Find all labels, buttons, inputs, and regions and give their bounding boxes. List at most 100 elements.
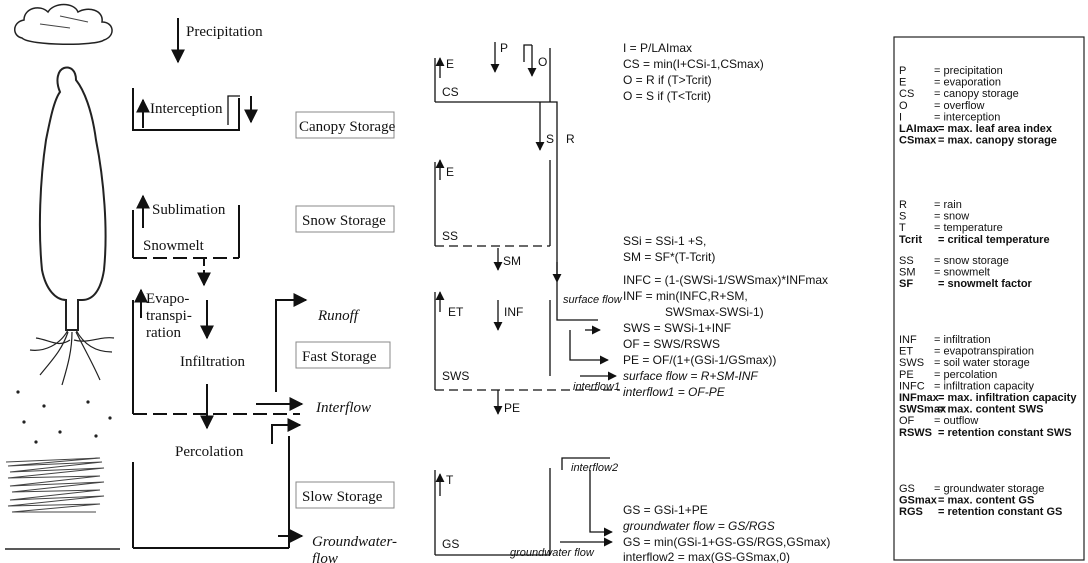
legend-description: = critical temperature [938, 234, 1050, 246]
legend-description: = outflow [934, 415, 978, 427]
label-R: R [566, 132, 575, 146]
label-INF: INF [504, 305, 523, 319]
eq-ground-2: groundwater flow = GS/RGS [623, 519, 775, 533]
label-SM: SM [503, 254, 521, 268]
legend-symbol: RGS [899, 506, 923, 518]
equations-snow: SSi = SSi-1 +S, SM = SF*(T-Tcrit) [623, 234, 715, 264]
legend-symbol: INF [899, 334, 917, 346]
legend-symbol: ET [899, 346, 913, 358]
cloud-icon [14, 3, 113, 45]
middle-model-scheme: E CS P O S R E SS SM ET INF SWS surface … [434, 41, 830, 563]
legend-symbol: I [899, 111, 902, 123]
eq-soil-7: surface flow = R+SM-INF [623, 369, 758, 383]
eq-soil-8: interflow1 = OF-PE [623, 385, 726, 399]
legend-description: = snowmelt [934, 267, 990, 279]
percolation-label: Percolation [175, 444, 244, 460]
fast-storage-box: Fast Storage [302, 349, 377, 365]
tree-icon [38, 66, 107, 331]
legend-symbol: CS [899, 88, 914, 100]
left-illustration [5, 3, 120, 550]
eq-snow-2: SM = SF*(T-Tcrit) [623, 250, 715, 264]
legend-symbol: SS [899, 255, 914, 267]
eq-soil-6: PE = OF/(1+(GSi-1/GSmax)) [623, 353, 776, 367]
equations-soil: INFC = (1-(SWSi-1/SWSmax)*INFmax INF = m… [623, 273, 828, 399]
evapotranspiration-line-3: ration [146, 325, 181, 341]
runoff-label: Runoff [317, 308, 360, 324]
legend-description: = retention constant GS [938, 506, 1062, 518]
snow-storage-box: Snow Storage [302, 213, 386, 229]
legend-description: = evapotranspiration [934, 346, 1034, 358]
legend-symbol: PE [899, 369, 914, 381]
eq-canopy-1: I = P/LAImax [623, 41, 692, 55]
eq-ground-1: GS = GSi-1+PE [623, 503, 708, 517]
legend-symbol: SWS [899, 357, 924, 369]
label-SWS: SWS [442, 369, 469, 383]
soil-dots [16, 390, 112, 444]
label-groundwater-flow: groundwater flow [510, 547, 595, 559]
eq-soil-5: OF = SWS/RSWS [623, 337, 720, 351]
legend-description: = max. infiltration capacity [938, 392, 1077, 404]
label-interflow2: interflow2 [571, 462, 618, 474]
legend-symbol: GS [899, 483, 915, 495]
label-CS: CS [442, 85, 459, 99]
legend-box [893, 36, 1085, 561]
eq-ground-3: GS = min(GSi-1+GS-GS/RGS,GSmax) [623, 535, 830, 549]
left-flow-diagram: Precipitation Interception Sublimation S… [132, 18, 397, 563]
legend-symbol: SM [899, 267, 916, 279]
evapotranspiration-line-1: Evapo- [146, 291, 189, 307]
legend-symbol: CSmax [899, 135, 937, 147]
legend-description: = max. leaf area index [938, 123, 1053, 135]
label-T: T [446, 473, 454, 487]
legend-description: = infiltration [934, 334, 991, 346]
legend-description: = evaporation [934, 77, 1001, 89]
legend-description: = infiltration capacity [934, 380, 1034, 392]
legend-description: = percolation [934, 369, 997, 381]
sublimation-label: Sublimation [152, 202, 226, 218]
slow-storage-box: Slow Storage [302, 489, 383, 505]
legend-symbol: O [899, 100, 908, 112]
interception-label: Interception [150, 101, 223, 117]
label-O: O [538, 55, 547, 69]
legend-symbol: GSmax [899, 495, 938, 507]
eq-canopy-2: CS = min(I+CSi-1,CSmax) [623, 57, 764, 71]
canopy-storage-box: Canopy Storage [299, 119, 396, 135]
legend-description: = retention constant SWS [938, 427, 1072, 439]
evapotranspiration-line-2: transpi- [146, 308, 192, 324]
legend-symbol: INFmax [899, 392, 940, 404]
legend-description: = max. content SWS [938, 404, 1043, 416]
label-surface-flow: surface flow [563, 294, 623, 306]
legend-symbol: E [899, 77, 906, 89]
legend-symbol: R [899, 199, 907, 211]
legend-description: = rain [934, 199, 962, 211]
legend-description: = snow [934, 211, 969, 223]
label-E1: E [446, 57, 454, 71]
label-S: S [546, 132, 554, 146]
eq-soil-3: SWSmax-SWSi-1) [665, 305, 764, 319]
legend-symbol: S [899, 211, 906, 223]
legend-symbol: INFC [899, 380, 925, 392]
legend-symbol: OF [899, 415, 915, 427]
label-interflow1: interflow1 [573, 381, 620, 393]
snowmelt-label: Snowmelt [143, 238, 205, 254]
legend-description: = max. canopy storage [938, 135, 1057, 147]
legend-description: = groundwater storage [934, 483, 1044, 495]
eq-snow-1: SSi = SSi-1 +S, [623, 234, 706, 248]
eq-soil-2: INF = min(INFC,R+SM, [623, 289, 748, 303]
legend-description: = temperature [934, 222, 1003, 234]
legend-description: = interception [934, 111, 1000, 123]
legend-symbol: Tcrit [899, 234, 922, 246]
legend-description: = snow storage [934, 255, 1009, 267]
bedrock-pattern [5, 457, 105, 513]
equations-canopy: I = P/LAImax CS = min(I+CSi-1,CSmax) O =… [623, 41, 764, 103]
label-P: P [500, 41, 508, 55]
legend-symbol: SF [899, 278, 913, 290]
legend-symbol: SWSmax [899, 404, 947, 416]
groundwater-flow-line-1: Groundwater- [312, 534, 397, 550]
eq-canopy-3: O = R if (T>Tcrit) [623, 73, 712, 87]
legend-symbol: P [899, 65, 906, 77]
groundwater-flow-line-2: flow [312, 551, 338, 563]
label-SS: SS [442, 229, 458, 243]
legend-description: = overflow [934, 100, 984, 112]
legend-symbol: LAImax [899, 123, 940, 135]
